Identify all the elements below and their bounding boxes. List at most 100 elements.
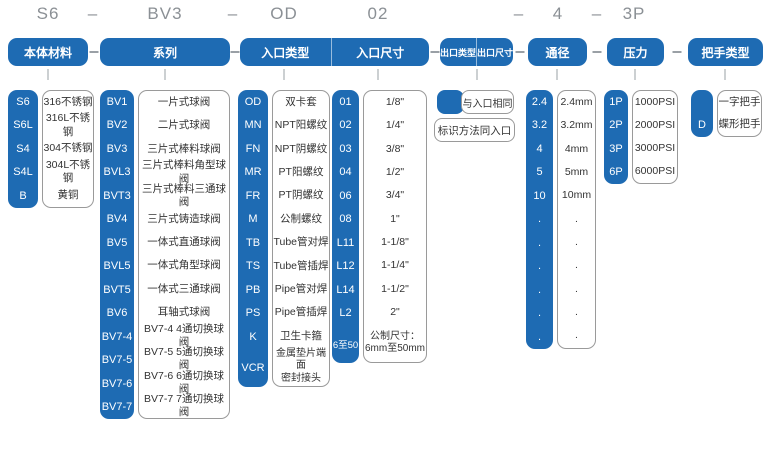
desc-cell: 3000PSI — [634, 141, 676, 154]
code-cell: BV7-5 — [101, 354, 133, 367]
desc-cell: 5mm — [564, 166, 589, 179]
code-cell: FR — [245, 189, 261, 202]
desc-cell: 316不锈钢 — [43, 95, 93, 108]
desc-cell: 二片式球阀 — [157, 119, 211, 132]
code-part: 02 — [367, 4, 389, 23]
desc-cell: BV7-4 4通切换球阀 — [144, 322, 224, 348]
code-cell: . — [537, 283, 542, 296]
desc-cell: Pipe管插焊 — [274, 306, 328, 319]
code-cell: L2 — [339, 307, 352, 320]
header-inlet: 入口类型 入口尺寸 — [240, 38, 429, 66]
desc-cell: 3/8" — [385, 142, 405, 155]
header-material: 本体材料 — [8, 38, 88, 66]
code-cell — [691, 90, 713, 114]
code-cell: 04 — [339, 166, 352, 179]
code-cell: BV4 — [106, 213, 128, 226]
desc-cell: 2" — [390, 306, 400, 319]
code-cell: BV1 — [106, 95, 128, 108]
code-cell: PS — [245, 307, 261, 320]
code-cell: K — [249, 330, 257, 343]
header-handle: 把手类型 — [688, 38, 763, 66]
handle-descriptions-box: 一字把手蝶形把手 — [717, 90, 762, 137]
desc-cell: 2.4mm — [560, 96, 593, 109]
header-connector-tick — [283, 69, 285, 80]
code-cell: VCR — [241, 361, 265, 374]
header-material-label: 本体材料 — [23, 45, 72, 60]
code-cell: BV6 — [106, 307, 128, 320]
desc-cell: 蝶形把手 — [718, 118, 761, 131]
code-cell: . — [537, 236, 542, 249]
code-cell: 2.4 — [531, 95, 548, 108]
code-cell: MN — [244, 119, 262, 132]
header-connector-tick — [634, 69, 636, 80]
code-cell: OD — [244, 95, 262, 108]
code-part: 4 — [552, 4, 564, 23]
desc-cell: 金属垫片端面 密封接头 — [276, 347, 326, 384]
desc-cell: 1-1/2" — [381, 282, 409, 295]
outlet-note: 标识方法同入口 — [434, 118, 515, 142]
code-cell: B — [19, 189, 27, 202]
code-cell: BV3 — [106, 142, 128, 155]
code-cell: S4 — [16, 142, 30, 155]
desc-cell: 316L不锈钢 — [45, 112, 91, 138]
header-outlet-size-label: 出口尺寸 — [476, 38, 513, 66]
desc-cell: 一体式直通球阀 — [147, 236, 221, 249]
code-cell: 08 — [339, 213, 352, 226]
code-cell: 1P — [609, 95, 623, 108]
header-connector-tick — [164, 69, 166, 80]
desc-cell: 1000PSI — [634, 95, 676, 108]
desc-cell: 2000PSI — [634, 118, 676, 131]
desc-cell: PT阴螺纹 — [278, 189, 324, 202]
desc-cell: 304L不锈钢 — [45, 158, 91, 184]
desc-cell: Tube管插焊 — [273, 259, 329, 272]
header-connector-dash — [89, 51, 99, 53]
code-cell: MR — [244, 166, 262, 179]
code-part: BV3 — [147, 4, 183, 23]
code-part: S6 — [36, 4, 60, 23]
header-pressure-label: 压力 — [623, 45, 648, 60]
code-cell: 2P — [609, 119, 623, 132]
code-cell: 6至50 — [332, 340, 359, 351]
code-cell: PB — [245, 283, 261, 296]
header-series: 系列 — [100, 38, 230, 66]
code-cell: 06 — [339, 189, 352, 202]
code-cell: BV5 — [106, 236, 128, 249]
code-cell: 3P — [609, 142, 623, 155]
code-separator: – — [227, 4, 239, 23]
code-separator: – — [513, 4, 525, 23]
desc-cell: 1-1/4" — [381, 259, 409, 272]
desc-cell: 3.2mm — [560, 119, 593, 132]
desc-cell: 三片式铸造球阀 — [147, 212, 221, 225]
header-inlet-type-label: 入口类型 — [261, 45, 310, 60]
code-cell: 10 — [533, 189, 546, 202]
desc-cell: . — [575, 305, 578, 318]
code-cell: BV7-7 — [101, 401, 133, 414]
header-series-label: 系列 — [152, 45, 177, 60]
header-connector-dash — [230, 51, 240, 53]
code-cell: . — [537, 307, 542, 320]
header-bore: 通径 — [528, 38, 587, 66]
header-outlet-type-label: 出口类型 — [440, 47, 477, 58]
code-separator: – — [591, 4, 603, 23]
header-connector-dash — [672, 51, 682, 53]
desc-cell: 三片式棒料三通球阀 — [142, 182, 226, 208]
series-descriptions-box: 一片式球阀二片式球阀三片式棒料球阀三片式棒料角型球阀三片式棒料三通球阀三片式铸造… — [138, 90, 230, 419]
code-cell: S6L — [13, 119, 33, 132]
desc-cell: 4mm — [564, 142, 589, 155]
code-cell: L14 — [336, 283, 355, 296]
code-cell: TS — [245, 260, 261, 273]
header-connector-tick — [377, 69, 379, 80]
desc-cell: 1/4" — [385, 119, 405, 132]
desc-cell: 一体式三通球阀 — [147, 282, 221, 295]
header-connector-tick — [556, 69, 558, 80]
code-part: 3P — [622, 4, 646, 23]
desc-cell: 双卡套 — [285, 96, 317, 109]
header-connector-dash — [592, 51, 602, 53]
